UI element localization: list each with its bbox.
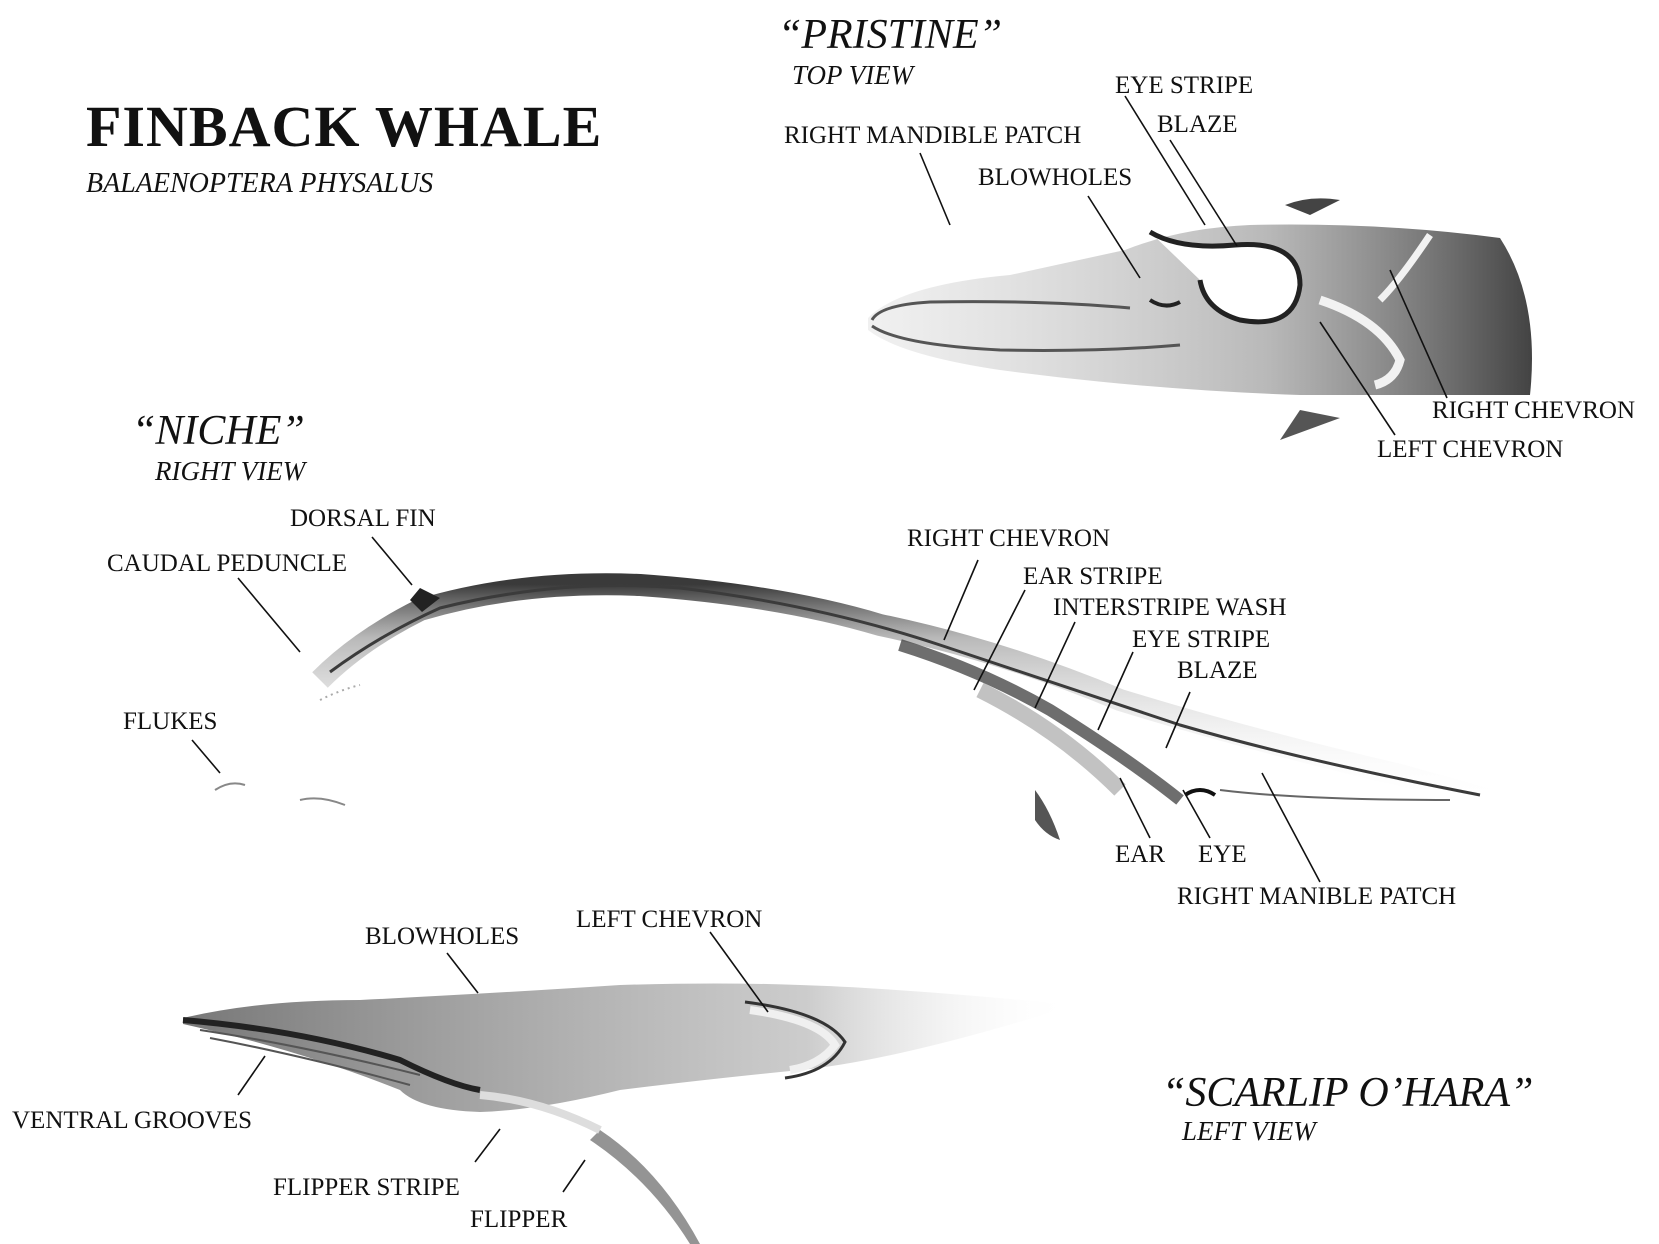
pristine-label-blaze: BLAZE (1157, 112, 1238, 137)
niche-label-flukes: FLUKES (123, 709, 217, 734)
page-title: FINBACK WHALE (86, 98, 602, 156)
niche-label-ear: EAR (1115, 842, 1165, 867)
niche-label-right-chevron: RIGHT CHEVRON (907, 526, 1110, 551)
pristine-view-direction: TOP VIEW (792, 62, 913, 89)
niche-label-eye: EYE (1198, 842, 1247, 867)
niche-label-dorsal-fin: DORSAL FIN (290, 506, 436, 531)
species-name: BALAENOPTERA PHYSALUS (86, 170, 433, 198)
niche-label-ear-stripe: EAR STRIPE (1023, 564, 1163, 589)
scarlip-whale-drawing (183, 984, 1075, 1244)
niche-flipper-shape (1035, 790, 1060, 840)
pristine-label-right-chevron: RIGHT CHEVRON (1432, 398, 1635, 423)
niche-label-caudal-peduncle: CAUDAL PEDUNCLE (107, 551, 347, 576)
niche-label-interstripe-wash: INTERSTRIPE WASH (1053, 595, 1287, 620)
scarlip-flipper-shape (590, 1130, 700, 1244)
scarlip-body (183, 984, 1075, 1113)
pristine-label-blowholes: BLOWHOLES (978, 165, 1132, 190)
niche-flukes-mark (215, 783, 345, 805)
niche-label-right-manible-patch: RIGHT MANIBLE PATCH (1177, 884, 1456, 909)
niche-mandible-line (1220, 790, 1450, 800)
pristine-label-eye-stripe: EYE STRIPE (1115, 73, 1253, 98)
scarlip-label-flipper: FLIPPER (470, 1207, 567, 1232)
pristine-label-right-mandible-patch: RIGHT MANDIBLE PATCH (784, 123, 1081, 148)
scarlip-view-name: “SCARLIP O’HARA” (1162, 1072, 1533, 1114)
niche-label-eye-stripe: EYE STRIPE (1132, 627, 1270, 652)
niche-view-direction: RIGHT VIEW (155, 458, 305, 485)
scarlip-label-blowholes: BLOWHOLES (365, 924, 519, 949)
scarlip-label-flipper-stripe: FLIPPER STRIPE (273, 1175, 460, 1200)
pristine-view-name: “PRISTINE” (778, 14, 1002, 56)
niche-label-blaze: BLAZE (1177, 658, 1258, 683)
scarlip-label-ventral-grooves: VENTRAL GROOVES (12, 1108, 252, 1133)
niche-eye-mark (1185, 790, 1215, 795)
pristine-dorsal-shape (1285, 198, 1340, 215)
pristine-flipper-shape (1280, 410, 1340, 440)
scarlip-label-left-chevron: LEFT CHEVRON (576, 907, 762, 932)
niche-view-name: “NICHE” (132, 410, 305, 452)
pristine-label-left-chevron: LEFT CHEVRON (1377, 437, 1563, 462)
scarlip-view-direction: LEFT VIEW (1182, 1118, 1316, 1145)
niche-back (320, 584, 1490, 800)
niche-whale-drawing (215, 584, 1490, 840)
niche-peduncle-speckle (320, 685, 360, 700)
